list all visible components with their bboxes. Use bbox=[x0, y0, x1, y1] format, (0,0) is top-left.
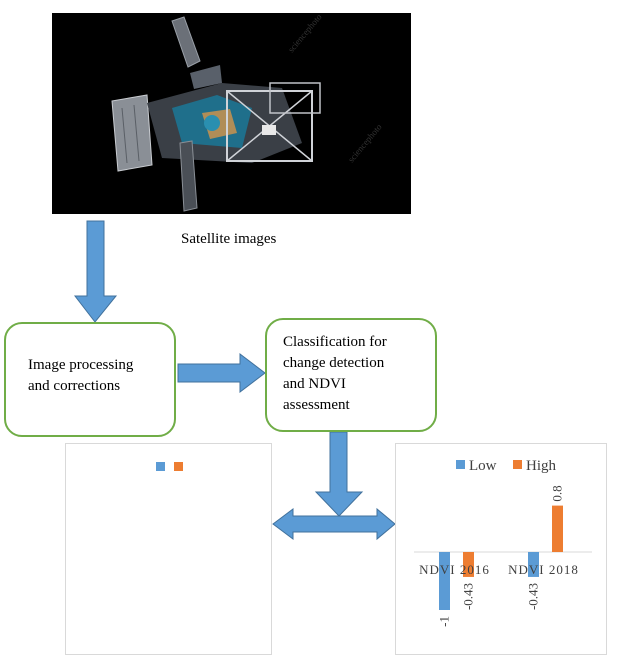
chart-empty-svg bbox=[156, 462, 183, 471]
data-label-low-1: -0.43 bbox=[526, 583, 541, 610]
process-box-line: Classification for bbox=[283, 334, 387, 350]
arrow-down-to-processing bbox=[73, 220, 118, 323]
bar-high-1 bbox=[552, 505, 563, 552]
category-label-1: NDVI 2018 bbox=[508, 562, 579, 577]
process-box-image-processing: Image processing and corrections bbox=[4, 322, 176, 437]
bar-low-1 bbox=[528, 552, 539, 577]
satellite-caption: Satellite images bbox=[181, 231, 277, 247]
legend-label-low: Low bbox=[469, 458, 497, 474]
chart-empty bbox=[65, 443, 272, 655]
arrow-double-horizontal bbox=[272, 507, 396, 541]
process-box-classification: Classification for change detection and … bbox=[265, 318, 437, 432]
bar-low-0 bbox=[439, 552, 450, 610]
arrow-down-from-classification bbox=[314, 431, 364, 517]
process-box-line: and corrections bbox=[28, 378, 121, 394]
process-box-line: assessment bbox=[283, 397, 350, 413]
satellite-image: sciencephoto sciencephoto bbox=[52, 11, 411, 214]
legend-marker-high bbox=[513, 460, 522, 469]
data-label-low-0: -1 bbox=[437, 616, 452, 627]
satellite-icon: sciencephoto sciencephoto bbox=[52, 11, 411, 214]
legend-marker-1 bbox=[174, 462, 183, 471]
data-label-high-1: 0.8 bbox=[550, 485, 565, 501]
process-box-line: change detection bbox=[283, 355, 385, 371]
data-label-high-0: -0.43 bbox=[461, 583, 476, 610]
legend-marker-0 bbox=[156, 462, 165, 471]
legend-marker-low bbox=[456, 460, 465, 469]
arrow-right-to-classification bbox=[177, 352, 266, 394]
category-label-0: NDVI 2016 bbox=[419, 562, 490, 577]
legend-label-high: High bbox=[526, 458, 557, 474]
bar-high-0 bbox=[463, 552, 474, 577]
process-box-line: and NDVI bbox=[283, 376, 346, 392]
process-box-line: Image processing bbox=[28, 357, 134, 373]
